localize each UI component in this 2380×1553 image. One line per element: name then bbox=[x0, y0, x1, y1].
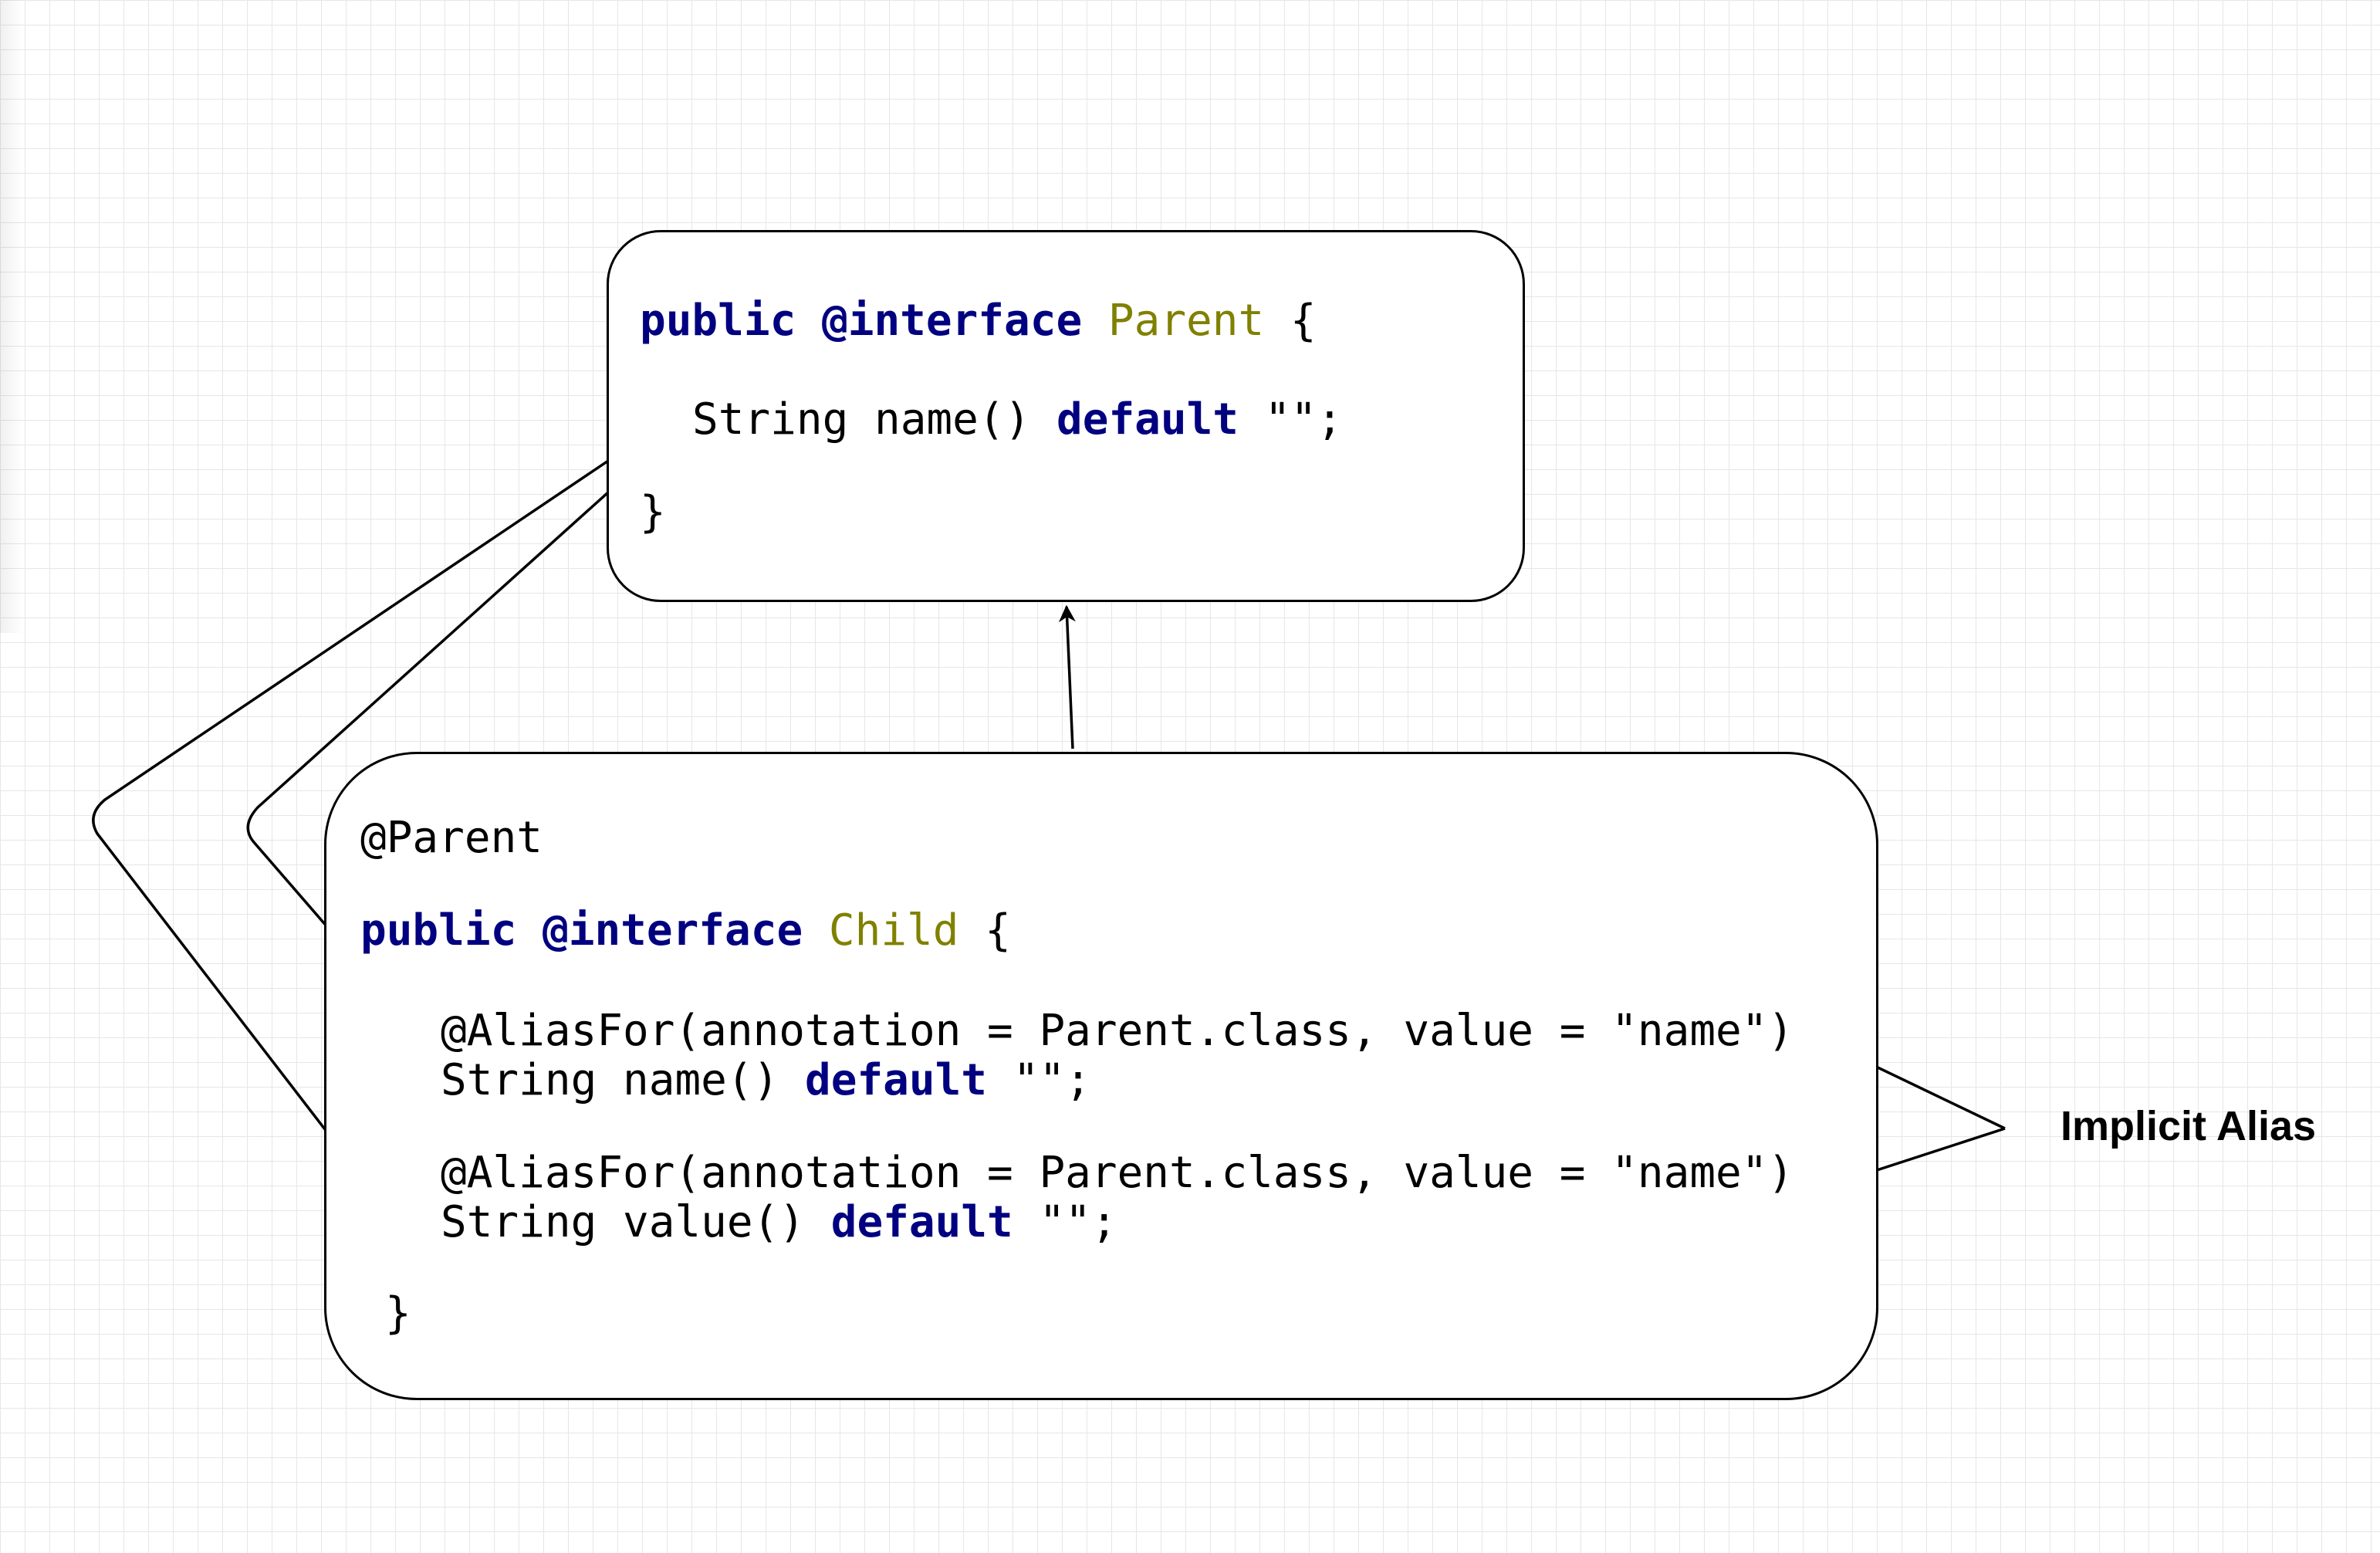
keyword-interface: @interface bbox=[822, 296, 1083, 346]
child-meta-annotation: @Parent bbox=[360, 813, 543, 863]
open-brace: { bbox=[985, 905, 1011, 956]
child-annotation-box[interactable]: @Parent public @interface Child { @Alias… bbox=[324, 752, 1878, 1400]
canvas-left-shade bbox=[0, 0, 23, 633]
keyword-default: default bbox=[830, 1197, 1013, 1247]
keyword-public: public bbox=[640, 296, 796, 346]
default-value: ""; bbox=[1013, 1055, 1091, 1105]
parent-close-brace: } bbox=[640, 487, 666, 537]
keyword-default: default bbox=[805, 1055, 988, 1105]
parent-annotation-box[interactable]: public @interface Parent { String name()… bbox=[607, 230, 1525, 602]
name-alias-annotation: @AliasFor(annotation = Parent.class, val… bbox=[441, 1006, 1794, 1056]
parent-name-member-line: String name() default ""; bbox=[692, 394, 1343, 445]
child-close-brace: } bbox=[385, 1288, 411, 1338]
name-member-line: String name() default ""; bbox=[441, 1055, 1091, 1106]
parent-type-name: Parent bbox=[1107, 296, 1265, 346]
child-type-name: Child bbox=[828, 905, 959, 956]
keyword-interface: @interface bbox=[543, 905, 803, 956]
value-alias-arrow[interactable] bbox=[92, 429, 654, 1218]
inheritance-arrow[interactable] bbox=[1058, 604, 1076, 749]
parent-declaration-line: public @interface Parent { bbox=[640, 296, 1317, 347]
value-alias-annotation: @AliasFor(annotation = Parent.class, val… bbox=[441, 1148, 1794, 1198]
child-declaration-line: public @interface Child { bbox=[360, 905, 1011, 956]
member-signature: String name() bbox=[441, 1055, 779, 1105]
member-signature: String name() bbox=[692, 394, 1031, 445]
name-alias-arrow[interactable] bbox=[246, 449, 656, 1039]
member-signature: String value() bbox=[441, 1197, 806, 1247]
implicit-alias-label[interactable]: Implicit Alias bbox=[2061, 1103, 2317, 1149]
keyword-public: public bbox=[360, 905, 517, 956]
open-brace: { bbox=[1290, 296, 1317, 346]
default-value: ""; bbox=[1039, 1197, 1117, 1247]
default-value: ""; bbox=[1264, 394, 1343, 445]
value-member-line: String value() default ""; bbox=[441, 1197, 1117, 1248]
keyword-default: default bbox=[1056, 394, 1239, 445]
